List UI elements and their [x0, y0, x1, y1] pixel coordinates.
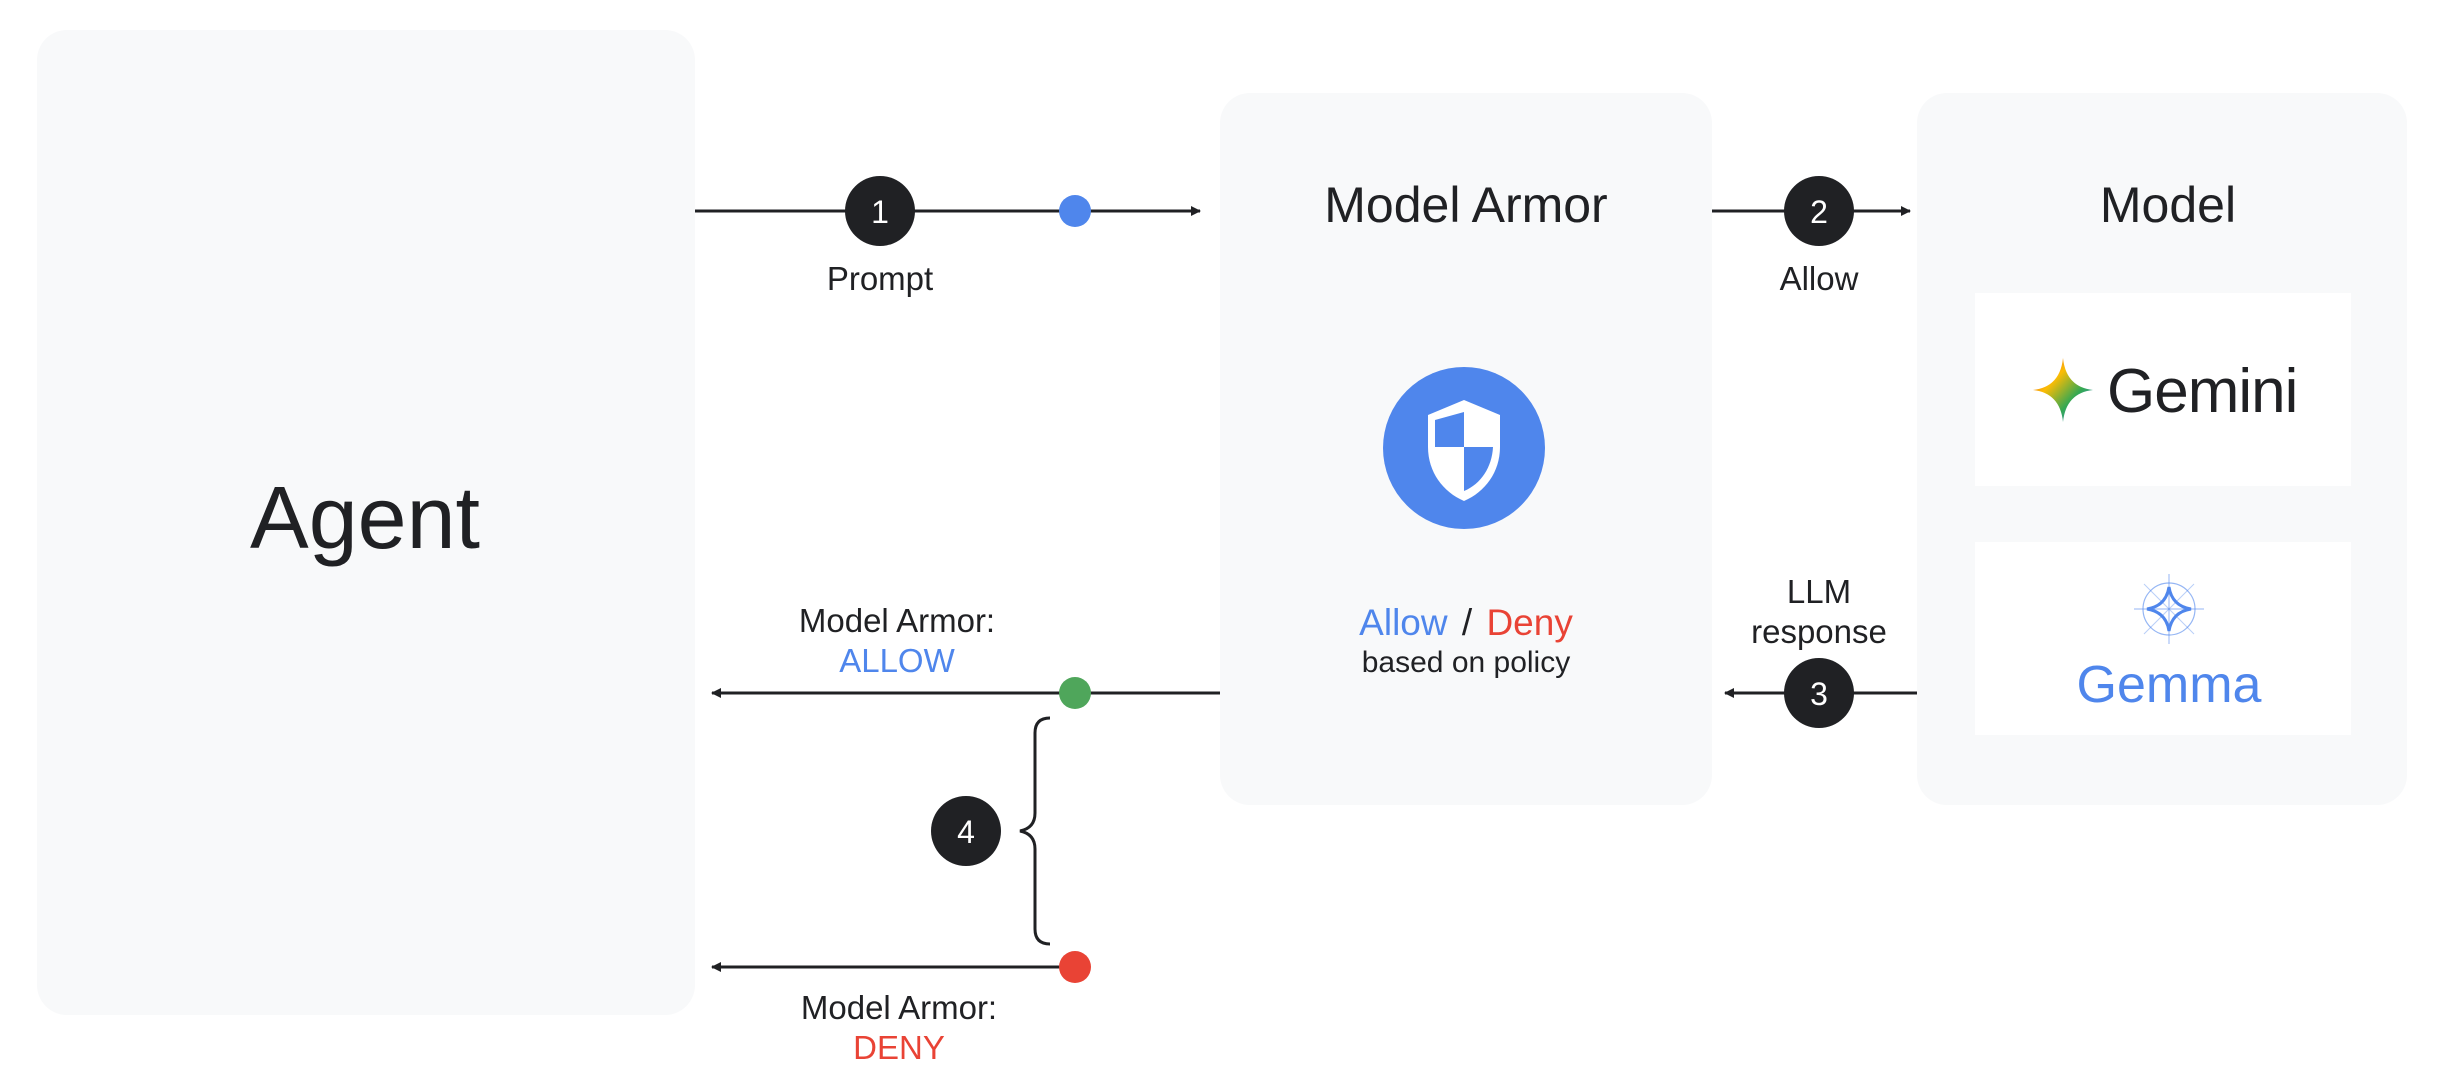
step-4-number: 4 — [957, 814, 975, 850]
step-1-label: Prompt — [827, 260, 933, 297]
step-1-number: 1 — [871, 194, 889, 230]
gemma-sparkle-icon — [2134, 574, 2204, 644]
gemini-logo-text: Gemini — [2107, 357, 2297, 426]
allow-outcome-line1: Model Armor: — [799, 602, 995, 639]
outcome-brace — [1019, 716, 1051, 946]
deny-outcome-line1: Model Armor: — [801, 989, 997, 1026]
step-3-label-line2: response — [1751, 613, 1887, 650]
allow-outcome-line2: ALLOW — [839, 642, 955, 679]
separator: / — [1462, 602, 1473, 643]
step-2-number: 2 — [1810, 194, 1828, 230]
agent-title: Agent — [250, 468, 480, 567]
step-3-number: 3 — [1810, 676, 1828, 712]
step-2-label: Allow — [1780, 260, 1859, 297]
gemini-sparkle-icon — [2033, 358, 2093, 422]
model-title: Model — [2100, 177, 2236, 233]
gemma-card — [1975, 542, 2351, 735]
allow-word: Allow — [1359, 602, 1448, 643]
agent-panel — [37, 30, 695, 1015]
deny-outcome-line2: DENY — [853, 1029, 945, 1066]
step-1-badge: 1 — [845, 176, 915, 246]
step-2-badge: 2 — [1784, 176, 1854, 246]
step-3-label-line1: LLM — [1787, 573, 1851, 610]
allow-dot — [1059, 677, 1091, 709]
model-armor-title: Model Armor — [1324, 177, 1607, 233]
shield-icon — [1383, 367, 1545, 529]
policy-text: based on policy — [1362, 646, 1570, 679]
step-4-badge: 4 — [931, 796, 1001, 866]
prompt-dot — [1059, 195, 1091, 227]
policy-decision: Allow / Deny — [1359, 602, 1573, 643]
deny-dot — [1059, 951, 1091, 983]
step-3-badge: 3 — [1784, 658, 1854, 728]
gemma-logo-text: Gemma — [2077, 656, 2262, 714]
deny-word: Deny — [1486, 602, 1573, 643]
